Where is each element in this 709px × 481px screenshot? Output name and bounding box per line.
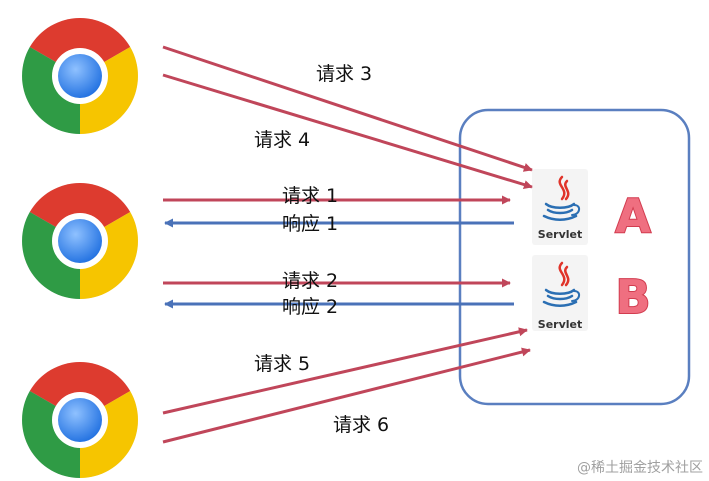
arrow-request-5 bbox=[162, 327, 528, 415]
label-request-2: 请求 2 bbox=[282, 270, 338, 292]
servlet-b-letter: B bbox=[615, 270, 650, 324]
servlet-a: Servlet A bbox=[530, 167, 652, 247]
chrome-icon bbox=[22, 362, 138, 478]
label-request-4: 请求 4 bbox=[254, 129, 310, 151]
chrome-icon bbox=[22, 18, 138, 134]
chrome-icon bbox=[22, 183, 138, 299]
label-response-2: 响应 2 bbox=[282, 296, 338, 318]
label-request-5: 请求 5 bbox=[254, 353, 310, 375]
label-request-6: 请求 6 bbox=[333, 414, 389, 436]
servlet-b-caption: Servlet bbox=[538, 318, 582, 331]
label-response-1: 响应 1 bbox=[282, 213, 338, 235]
server-container bbox=[458, 108, 691, 406]
servlet-a-caption: Servlet bbox=[538, 228, 582, 241]
label-request-3: 请求 3 bbox=[316, 63, 372, 85]
arrow-request-6 bbox=[162, 347, 531, 444]
servlet-a-letter: A bbox=[615, 189, 651, 243]
arrow-request-3 bbox=[162, 45, 533, 172]
arrow-request-4 bbox=[162, 73, 533, 189]
watermark: @稀土掘金技术社区 bbox=[577, 460, 703, 476]
servlet-b: Servlet B bbox=[530, 253, 652, 333]
label-request-1: 请求 1 bbox=[282, 185, 338, 207]
